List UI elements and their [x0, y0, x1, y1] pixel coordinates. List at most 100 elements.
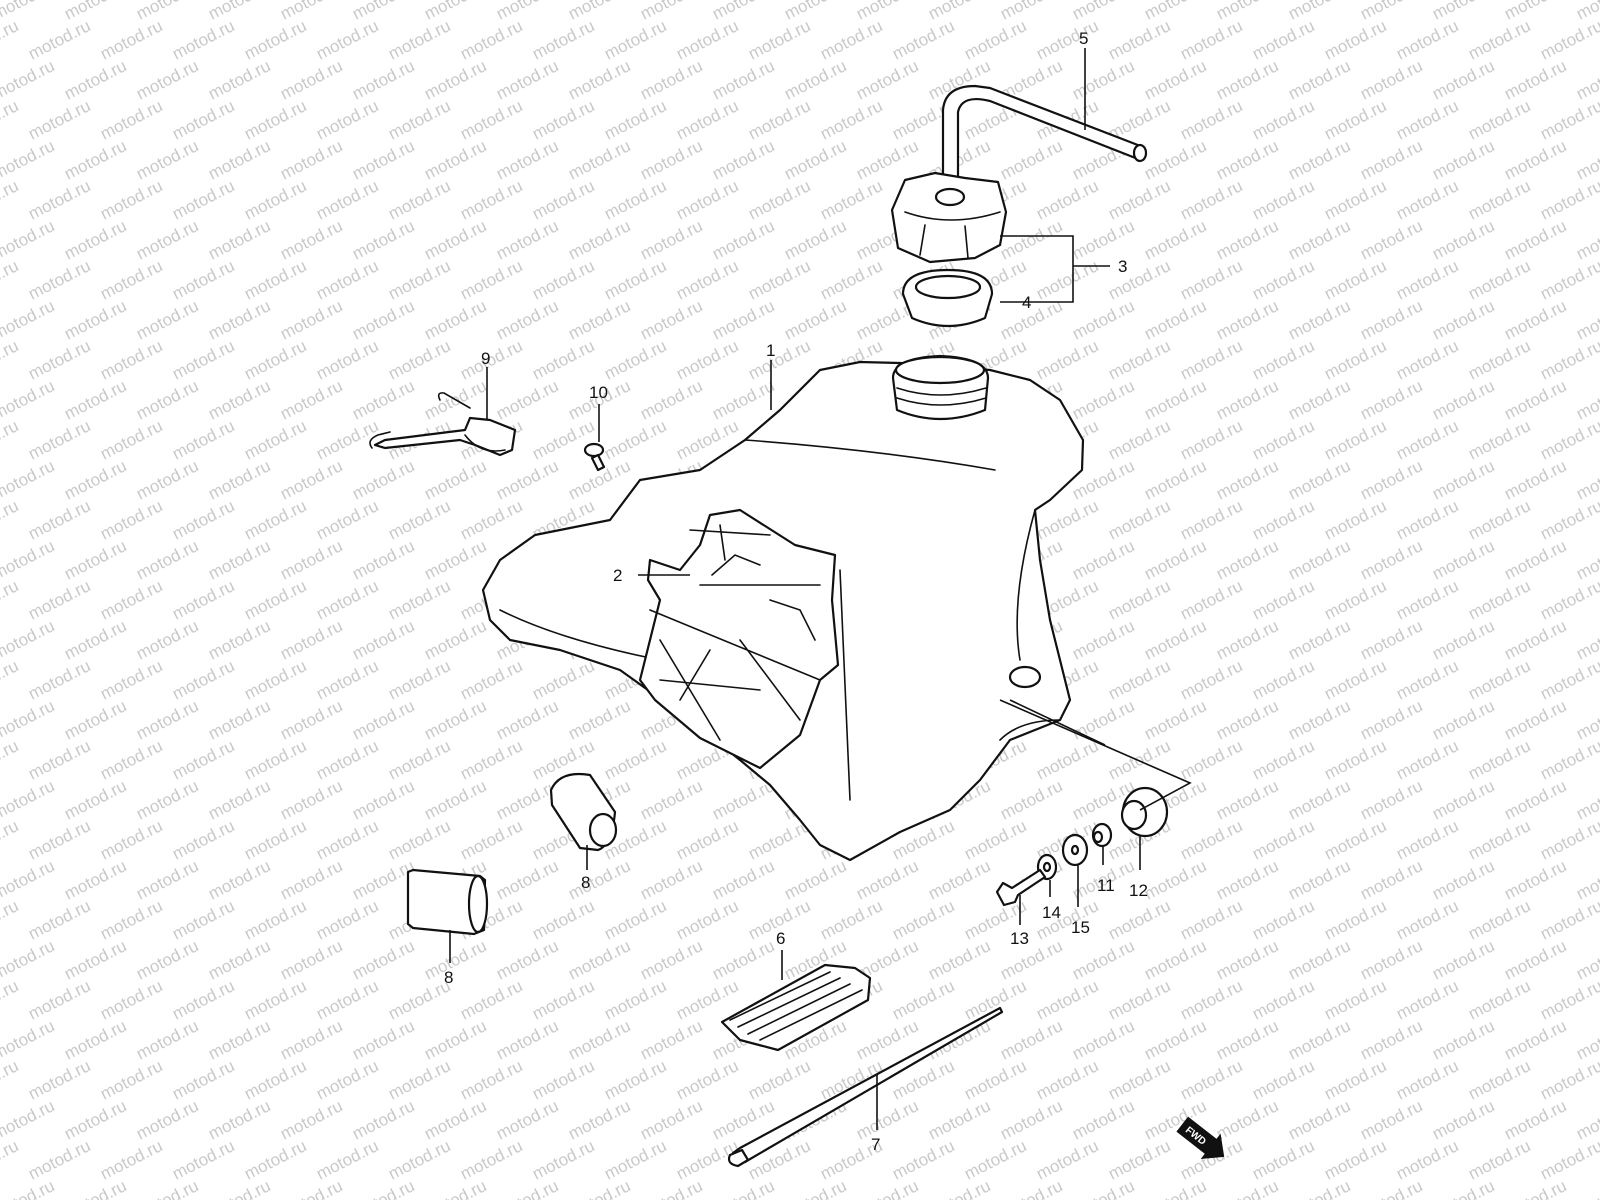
watermark-text: motod.ru [1357, 0, 1425, 24]
watermark-text: motod.ru [529, 336, 597, 383]
watermark-text: motod.ru [1249, 96, 1317, 143]
watermark-text: motod.ru [205, 0, 273, 24]
watermark-text: motod.ru [1501, 216, 1569, 263]
watermark-text: motod.ru [1393, 256, 1461, 303]
watermark-text: motod.ru [565, 1176, 633, 1200]
watermark-text: motod.ru [781, 136, 849, 183]
watermark-text: motod.ru [1285, 136, 1353, 183]
watermark-text: motod.ru [97, 1136, 165, 1183]
watermark-text: motod.ru [313, 176, 381, 223]
watermark-text: motod.ru [673, 96, 741, 143]
watermark-text: motod.ru [637, 0, 705, 24]
watermark-text: motod.ru [1501, 296, 1569, 343]
watermark-text: motod.ru [961, 1136, 1029, 1183]
watermark-text: motod.ru [205, 696, 273, 743]
watermark-text: motod.ru [169, 1056, 237, 1103]
watermark-text: motod.ru [1357, 296, 1425, 343]
grommet [1120, 786, 1169, 838]
tank-bracket-clip [369, 392, 517, 457]
watermark-text: motod.ru [1249, 256, 1317, 303]
watermark-text: motod.ru [1321, 736, 1389, 783]
watermark-text: motod.ru [133, 296, 201, 343]
watermark-text: motod.ru [1537, 816, 1600, 863]
watermark-text: motod.ru [205, 136, 273, 183]
watermark-text: motod.ru [205, 1176, 273, 1200]
watermark-text: motod.ru [709, 56, 777, 103]
watermark-text: motod.ru [1249, 416, 1317, 463]
watermark-text: motod.ru [133, 136, 201, 183]
watermark-text: motod.ru [133, 456, 201, 503]
watermark-text: motod.ru [1213, 456, 1281, 503]
watermark-text: motod.ru [1501, 776, 1569, 823]
watermark-text: motod.ru [637, 56, 705, 103]
watermark-text: motod.ru [313, 1056, 381, 1103]
watermark-text: motod.ru [241, 16, 309, 63]
watermark-text: motod.ru [1357, 1096, 1425, 1143]
watermark-text: motod.ru [1501, 136, 1569, 183]
watermark-text: motod.ru [601, 896, 669, 943]
watermark-text: motod.ru [1393, 176, 1461, 223]
watermark-text: motod.ru [997, 936, 1065, 983]
watermark-text: motod.ru [853, 1176, 921, 1200]
watermark-text: motod.ru [1105, 576, 1173, 623]
watermark-text: motod.ru [61, 1016, 129, 1063]
callout-1: 1 [766, 341, 775, 360]
watermark-text: motod.ru [601, 1136, 669, 1183]
watermark-text: motod.ru [1285, 776, 1353, 823]
watermark-text: motod.ru [1321, 656, 1389, 703]
watermark-text: motod.ru [1429, 936, 1497, 983]
watermark-text: motod.ru [457, 656, 525, 703]
watermark-text: motod.ru [1465, 176, 1533, 223]
watermark-text: motod.ru [385, 256, 453, 303]
watermark-text: motod.ru [709, 376, 777, 423]
watermark-text: motod.ru [1105, 256, 1173, 303]
watermark-text: motod.ru [313, 336, 381, 383]
watermark-text: motod.ru [385, 576, 453, 623]
watermark-text: motod.ru [457, 16, 525, 63]
callout-6: 6 [776, 929, 785, 948]
watermark-text: motod.ru [1033, 256, 1101, 303]
watermark-text: motod.ru [313, 816, 381, 863]
watermark-text: motod.ru [133, 616, 201, 663]
watermark-text: motod.ru [1465, 576, 1533, 623]
watermark-text: motod.ru [385, 16, 453, 63]
watermark-text: motod.ru [997, 776, 1065, 823]
watermark-text: motod.ru [925, 1176, 993, 1200]
watermark-text: motod.ru [1465, 16, 1533, 63]
watermark-text: motod.ru [529, 256, 597, 303]
watermark-text: motod.ru [493, 136, 561, 183]
watermark-text: motod.ru [385, 656, 453, 703]
callout-15: 15 [1071, 918, 1090, 937]
watermark-text: motod.ru [97, 1056, 165, 1103]
watermark-text: motod.ru [1321, 96, 1389, 143]
watermark-text: motod.ru [349, 376, 417, 423]
watermark-text: motod.ru [241, 976, 309, 1023]
watermark-text: motod.ru [1285, 376, 1353, 423]
watermark-text: motod.ru [1393, 736, 1461, 783]
watermark-text: motod.ru [313, 896, 381, 943]
watermark-text: motod.ru [1465, 736, 1533, 783]
watermark-text: motod.ru [0, 96, 22, 143]
watermark-text: motod.ru [1213, 56, 1281, 103]
watermark-text: motod.ru [97, 336, 165, 383]
watermark-text: motod.ru [709, 216, 777, 263]
watermark-text: motod.ru [1429, 1016, 1497, 1063]
watermark-text: motod.ru [1321, 976, 1389, 1023]
watermark-text: motod.ru [709, 0, 777, 24]
breather-hose [941, 84, 1148, 180]
watermark-text: motod.ru [169, 176, 237, 223]
watermark-text: motod.ru [1429, 1176, 1497, 1200]
watermark-text: motod.ru [1465, 256, 1533, 303]
watermark-text: motod.ru [25, 496, 93, 543]
watermark-text: motod.ru [169, 896, 237, 943]
watermark-text: motod.ru [313, 656, 381, 703]
watermark-text: motod.ru [1321, 256, 1389, 303]
watermark-text: motod.ru [277, 56, 345, 103]
watermark-text: motod.ru [1285, 296, 1353, 343]
watermark-text: motod.ru [1321, 496, 1389, 543]
watermark-text: motod.ru [709, 936, 777, 983]
watermark-text: motod.ru [889, 1136, 957, 1183]
watermark-text: motod.ru [1249, 16, 1317, 63]
watermark-text: motod.ru [997, 1176, 1065, 1200]
collar [1091, 822, 1113, 848]
